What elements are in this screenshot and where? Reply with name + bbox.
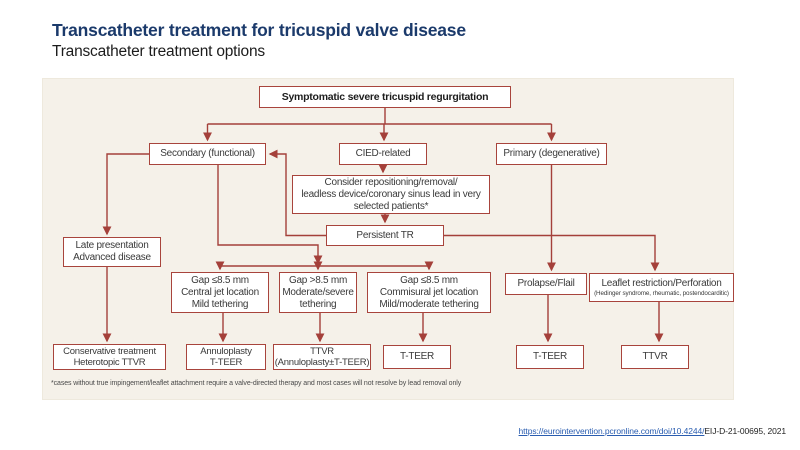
node-gap-moderate-severe: Gap >8.5 mm Moderate/severe tethering xyxy=(279,272,357,313)
node-persistent-tr: Persistent TR xyxy=(326,225,444,246)
node-tteer-prolapse: T-TEER xyxy=(516,345,584,369)
page-subtitle: Transcatheter treatment options xyxy=(52,43,265,60)
node-gap-central-jet: Gap ≤8.5 mm Central jet location Mild te… xyxy=(171,272,269,313)
doi-link[interactable]: https://eurointervention.pcronline.com/d… xyxy=(518,426,705,436)
node-primary-degenerative: Primary (degenerative) xyxy=(496,143,607,165)
node-tteer-commisural: T-TEER xyxy=(383,345,451,369)
node-cied-related: CIED-related xyxy=(339,143,427,165)
flowchart-connectors xyxy=(102,108,664,343)
node-gap-commisural-jet: Gap ≤8.5 mm Commisural jet location Mild… xyxy=(367,272,491,313)
page-title: Transcatheter treatment for tricuspid va… xyxy=(52,20,466,40)
flowchart-panel: Symptomatic severe tricuspid regurgitati… xyxy=(42,78,734,400)
node-conservative-treatment: Conservative treatment Heterotopic TTVR xyxy=(53,344,166,370)
flowchart-footnote: *cases without true impingement/leaflet … xyxy=(51,380,462,387)
citation-suffix: EIJ-D-21-00695, 2021 xyxy=(704,426,786,436)
node-leaflet-restriction-sublabel: (Hedinger syndrome, rheumatic, postendoc… xyxy=(594,289,729,297)
node-ttvr-leaflet: TTVR xyxy=(621,345,689,369)
node-late-presentation: Late presentation Advanced disease xyxy=(63,237,161,267)
node-annuloplasty-tteer: Annuloplasty T-TEER xyxy=(186,344,266,370)
citation: https://eurointervention.pcronline.com/d… xyxy=(518,426,787,436)
node-symptomatic-severe-tr: Symptomatic severe tricuspid regurgitati… xyxy=(259,86,511,108)
node-consider-repositioning: Consider repositioning/removal/ leadless… xyxy=(292,175,490,214)
node-leaflet-restriction: Leaflet restriction/Perforation (Hedinge… xyxy=(589,273,734,302)
node-prolapse-flail: Prolapse/Flail xyxy=(505,273,587,295)
node-ttvr-annuloplasty-tteer: TTVR (Annuloplasty±T-TEER) xyxy=(273,344,371,370)
node-secondary-functional: Secondary (functional) xyxy=(149,143,266,165)
node-leaflet-restriction-label: Leaflet restriction/Perforation xyxy=(601,277,722,289)
